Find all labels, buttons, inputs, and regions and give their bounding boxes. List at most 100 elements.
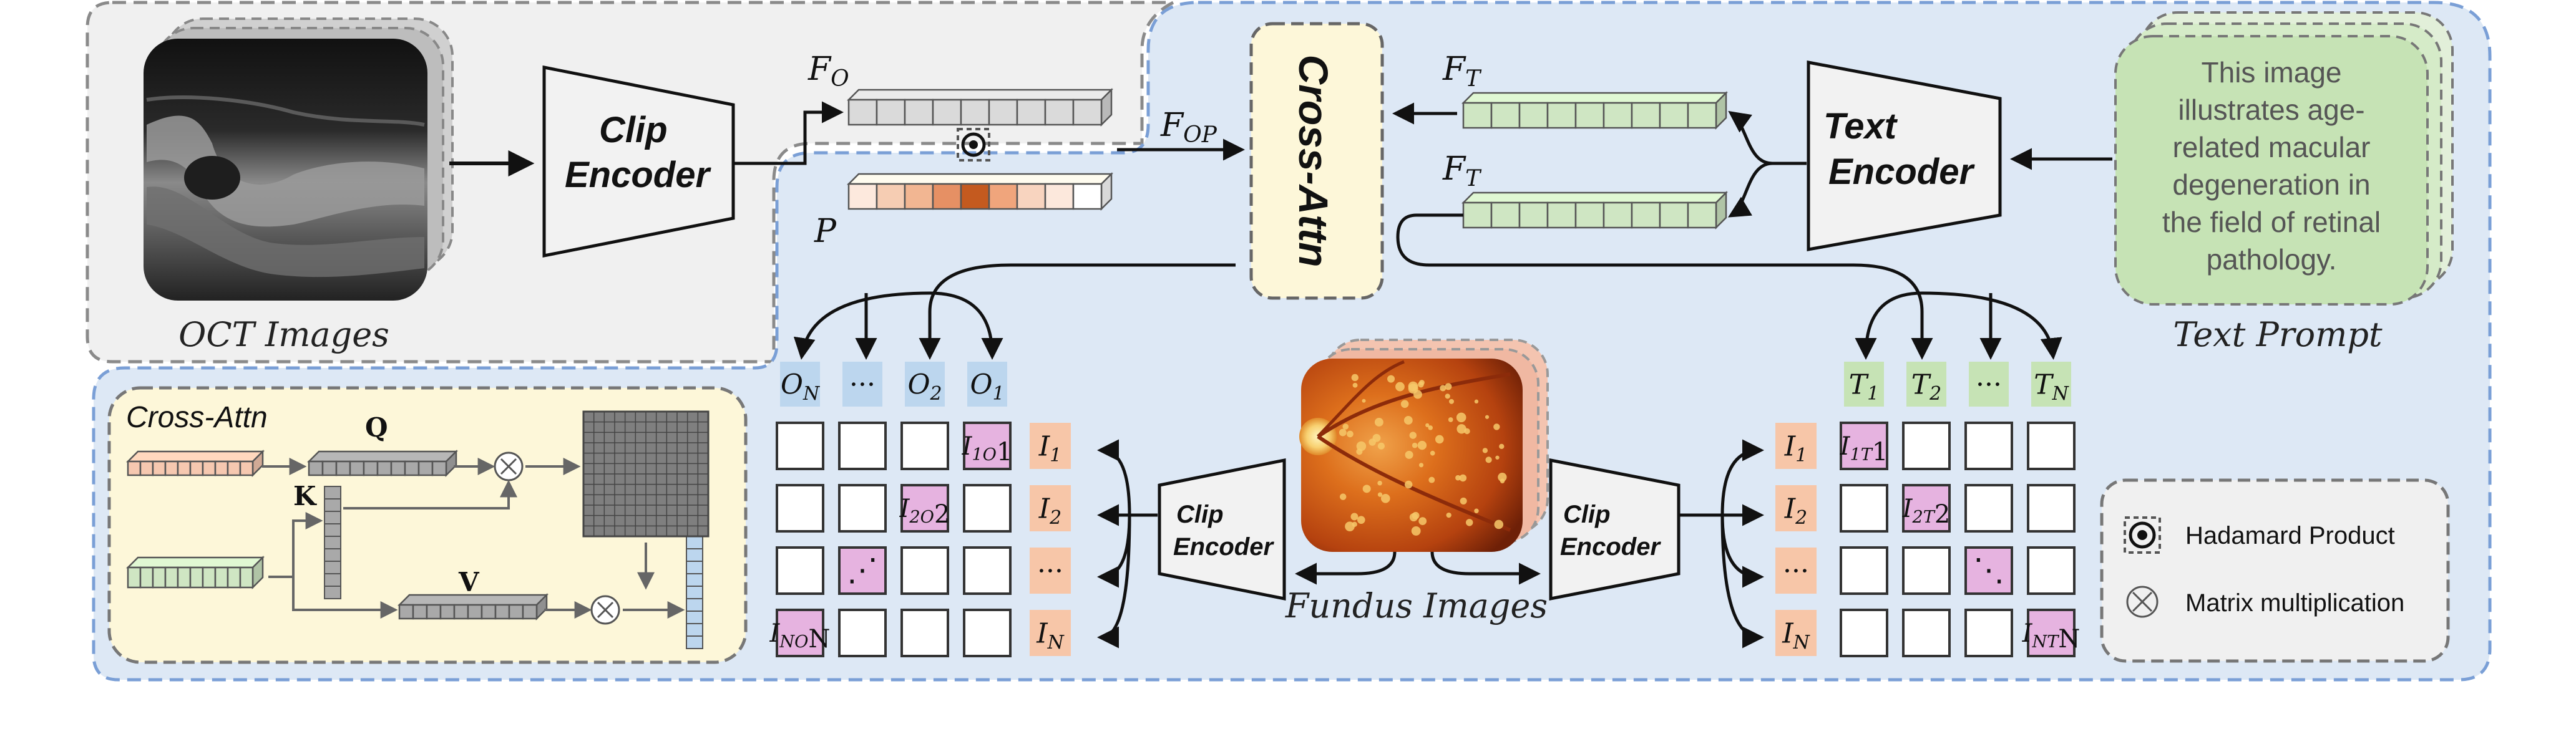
cross-attn-inset: Cross-Attn Q K V [107,386,748,664]
inset-query-input-cell [202,460,217,476]
inset-output-cell [686,586,703,599]
fundus-image-stack [1299,339,1549,552]
feature-fo-cell [1016,99,1046,126]
legend-hadamard-label: Hadamard Product [2185,522,2395,549]
matmul-icon [494,451,524,481]
inset-query-input-cell [227,460,242,476]
clip-encoder-right-line1: Clip [1563,501,1611,528]
clip-encoder-top-line2: Encoder [565,155,711,195]
feature-ft-bottom-cell [1574,201,1605,229]
feature-ft-top-cell [1603,102,1633,129]
svg-text:···: ··· [1783,555,1809,587]
right-matrix-cell [2027,422,2076,470]
feature-p-cell [847,183,878,210]
feature-ft-top-cell [1631,102,1661,129]
inset-q-cell [335,460,351,476]
inset-q-cell [321,460,338,476]
right-matrix-diag-cell: ⋱ [1964,546,2013,595]
inset-v-cell [426,604,442,620]
svg-text:⋱: ⋱ [1973,552,2004,588]
inset-v-cell [481,604,497,620]
legend-matmul-icon [2126,586,2159,618]
prompt-line-2: illustrates age- [2178,94,2364,126]
inset-query-input-cell [239,460,254,476]
oct-caption: OCT Images [178,315,389,354]
svg-text:I1O1: I1O1 [962,432,1013,466]
text-encoder-line1: Text [1823,106,1898,147]
left-matrix-cell [900,546,949,595]
right-matrix-diag-cell: I1T1 [1840,422,1888,470]
feature-ft-top-cell [1490,102,1521,129]
right-matrix-cell [1902,546,1951,595]
inset-k-cell [324,573,341,587]
inset-v-cell [522,604,538,620]
inset-q-cell [363,460,379,476]
feature-ft-bottom-cell [1687,201,1717,229]
svg-text:INTN: INTN [2022,619,2081,654]
feature-p-top-face [846,173,1114,185]
inset-q-cell [404,460,420,476]
feature-fo-cell [960,99,990,126]
feature-p-cell [1044,183,1075,210]
o-token: ··· [842,362,882,407]
inset-k-cell [324,586,341,599]
clip-encoder-right-line2: Encoder [1560,533,1661,561]
oct-image [144,39,427,301]
feature-ft-bottom-cell [1659,201,1689,229]
inset-query-input-cell [177,460,192,476]
feature-ft-bottom-cell [1546,201,1577,229]
text-prompt-caption: Text Prompt [2173,315,2383,354]
inset-value-input-cell [202,566,217,589]
feature-p-cell [1016,183,1046,210]
svg-text:T2: T2 [1911,369,1941,405]
label-p: P [814,213,837,250]
inset-output-cell [686,548,703,562]
feature-ft-bottom-cell [1603,201,1633,229]
inset-v-cell [398,604,414,620]
inset-query-input-cell [152,460,167,476]
fundus-image [1299,359,1523,552]
inset-output-cell [686,573,703,587]
feature-ft-top [1461,90,1729,130]
inset-arrow-k-to-matmul [343,480,517,509]
feature-fo-cell [904,99,934,126]
i-token-left: I1 [1030,423,1071,469]
svg-text:I2: I2 [1038,493,1061,529]
inset-arrow-to-k [268,512,323,578]
i-token-right: I2 [1775,485,1817,531]
inset-k-cell [324,561,341,574]
inset-q-top-face [306,450,459,463]
left-matrix-cell [900,609,949,657]
inset-query-input-cell [139,460,154,476]
clip-encoder-left: Clip Encoder [1158,458,1286,601]
svg-text:⋰: ⋰ [847,552,878,588]
feature-fo [846,87,1114,127]
svg-text:I1T1: I1T1 [1840,432,1888,466]
right-matrix-cell [1902,422,1951,470]
i-token-right: I1 [1775,423,1817,469]
inset-contents [125,410,710,649]
inset-output-cell [686,611,703,624]
left-matrix-diag-cell: INON [769,609,830,657]
inset-q-cell [376,460,393,476]
text-encoder: Text Encoder [1807,60,2002,251]
matmul-icon [590,595,620,625]
right-matrix-cell [1964,484,2013,533]
inset-output-cell [686,598,703,612]
feature-ft-bottom-cell [1462,201,1493,229]
svg-text:ON: ON [781,369,821,405]
left-matrix-cell [963,546,1012,595]
inset-k-cell [324,548,341,562]
feature-ft-bottom-top-face [1461,191,1729,204]
inset-v-cell [508,604,524,620]
inset-value-input-cell [152,566,167,589]
inset-q-cell [417,460,434,476]
right-matrix-cell [2027,484,2076,533]
arrow-clip-to-fo [733,101,844,165]
fundus-drusen [1339,374,1507,536]
label-q: Q [365,412,388,443]
feature-p-cell [932,183,962,210]
prompt-line-3: related macular [2172,131,2370,163]
itoken-right-fork-3 [1720,514,1764,649]
